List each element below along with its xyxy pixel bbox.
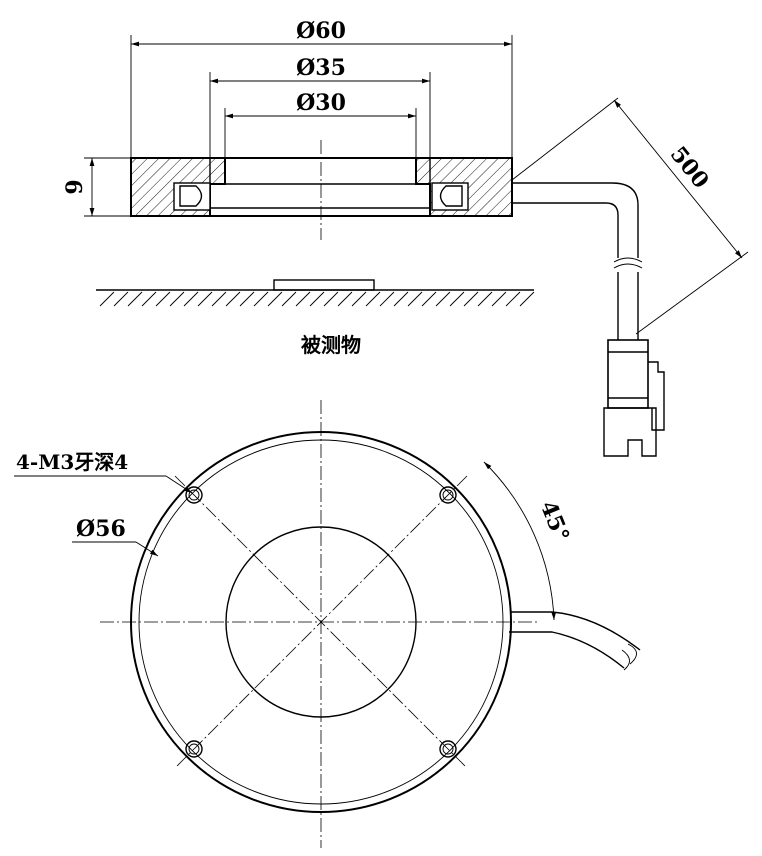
dim-middle-diameter: Ø35 (296, 55, 346, 81)
bolt-circle-diameter: Ø56 (76, 516, 126, 542)
side-view: Ø60 Ø35 Ø30 9 (62, 18, 749, 457)
inner-aperture (225, 526, 417, 718)
thread-callout: 4-M3牙深4 (16, 450, 128, 474)
angle-arc (483, 461, 557, 621)
object-label: 被测物 (301, 333, 361, 357)
mounting-hole (439, 486, 457, 504)
dim-height: 9 (62, 179, 88, 194)
cable-top (509, 611, 641, 671)
outer-ring (130, 431, 512, 813)
measured-object (273, 279, 375, 291)
mounting-hole (439, 740, 457, 758)
mounting-hole (185, 486, 203, 504)
mounting-hole (185, 740, 203, 758)
connector (603, 339, 665, 457)
dim-inner-diameter: Ø30 (296, 90, 346, 116)
angle-label: 45° (535, 497, 575, 545)
dim-cable-length: 500 (665, 142, 714, 194)
top-view: 4-M3牙深4 Ø56 45° (14, 400, 641, 848)
ring-section (130, 157, 513, 217)
ground-line (96, 289, 535, 307)
mounting-holes (185, 486, 457, 758)
dim-outer-diameter: Ø60 (296, 18, 346, 44)
bolt-circle (138, 439, 504, 805)
cable (512, 182, 643, 340)
dim-line-cable (613, 99, 743, 259)
